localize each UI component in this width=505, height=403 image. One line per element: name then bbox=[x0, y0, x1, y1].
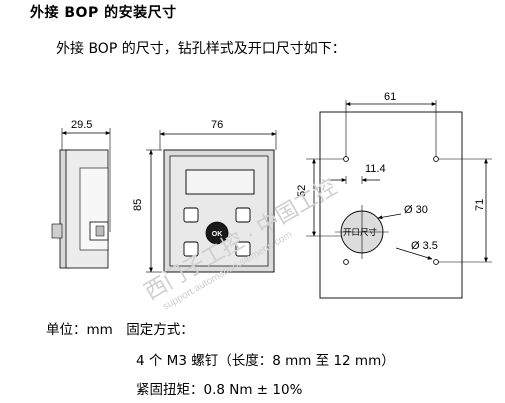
front-height-label: 85 bbox=[132, 199, 144, 211]
cutout-label: 开口尺寸 bbox=[343, 227, 378, 238]
screw-spec-text: 4 个 M3 螺钉（长度：8 mm 至 12 mm） bbox=[136, 353, 395, 369]
drilling-pattern bbox=[306, 100, 492, 299]
hole-spacing-v-label: 52 bbox=[296, 185, 308, 197]
ok-button-label: OK bbox=[212, 231, 223, 238]
side-view bbox=[51, 128, 111, 269]
side-width-label: 29.5 bbox=[71, 119, 92, 131]
cutout-diameter-label: Ø 30 bbox=[404, 204, 428, 216]
front-view bbox=[146, 130, 277, 273]
front-width-label: 76 bbox=[211, 119, 223, 131]
hole-spacing-h-label: 61 bbox=[384, 91, 396, 103]
unit-and-fixing-text: 单位：mm 固定方式： bbox=[46, 322, 194, 338]
torque-spec-text: 紧固扭矩：0.8 Nm ± 10% bbox=[136, 382, 303, 398]
hole-diameter-label: Ø 3.5 bbox=[411, 240, 438, 252]
intro-text: 外接 BOP 的尺寸，钻孔样式及开口尺寸如下： bbox=[56, 41, 346, 57]
hole-offset-label: 11.4 bbox=[365, 163, 386, 175]
page-title: 外接 BOP 的安装尺寸 bbox=[30, 5, 177, 21]
panel-height-label: 71 bbox=[474, 199, 486, 211]
